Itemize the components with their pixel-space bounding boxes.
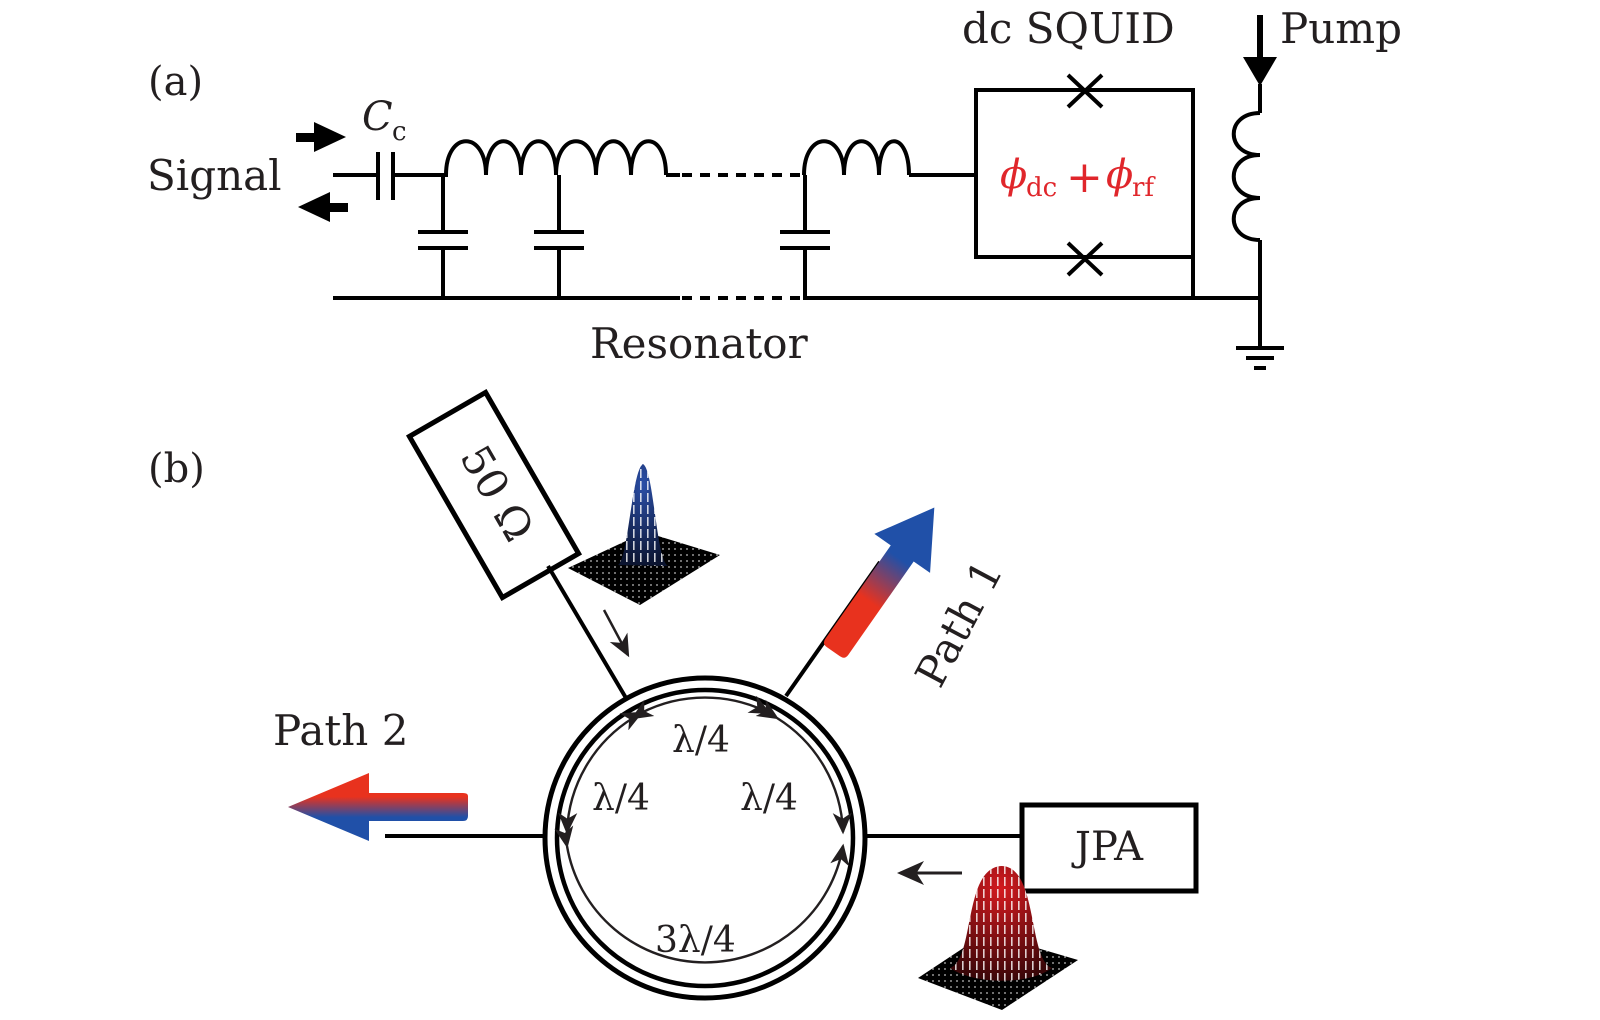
ring-arcs [554,695,852,964]
arc-left [558,699,655,835]
panel-a-label: (a) [148,59,203,105]
arc-bottom-label: 3λ/4 [655,920,736,961]
path2-arrow-icon [288,773,468,841]
arc-left-label: λ/4 [592,778,650,819]
ground-icon [1236,346,1284,370]
output-gaussian-icon [918,866,1078,1010]
flux-phi-dc: ϕ [1000,152,1027,198]
signal-in-arrow-icon [296,122,346,152]
load-50-ohm: 50 Ω [405,389,583,601]
signal-label: Signal [147,151,282,200]
jpa-box: JPA [1019,802,1199,894]
path2-label: Path 2 [273,706,408,755]
pump-arrow-icon [1243,15,1277,86]
flux-plus: + [1066,152,1103,203]
coupling-cap-subscript: c [392,117,407,147]
jpa-label: JPA [1071,824,1144,870]
coupling-cap-label: C [362,94,393,140]
josephson-junction-top-icon [1066,73,1104,109]
squid-label: dc SQUID [962,4,1175,53]
dc-squid [974,73,1195,298]
input-gaussian-icon [568,464,720,605]
panel-b: (b) 50 Ω Path 1 Path 2 [148,389,1199,1010]
arc-top-label: λ/4 [672,720,730,761]
pump-inductor [1231,84,1262,347]
resonator-inductors [444,139,976,177]
coupling-capacitor [333,152,448,200]
arc-right [755,699,852,835]
path1-label: Path 1 [906,552,1013,695]
arc-top [619,695,772,731]
flux-sub-rf: rf [1132,173,1156,203]
flux-phi-rf: ϕ [1106,152,1133,198]
path1-arrow-icon [823,507,935,658]
panel-a: (a) Signal C c [147,4,1402,370]
panel-b-label: (b) [148,446,205,492]
load-feedline [546,564,628,700]
input-direction-arrow-icon [602,609,630,658]
pump-label: Pump [1280,4,1402,53]
josephson-junction-bottom-icon [1066,241,1104,277]
arc-right-label: λ/4 [740,778,798,819]
flux-label: ϕ dc + ϕ rf [1000,152,1156,203]
signal-out-arrow-icon [298,192,348,222]
resonator-label: Resonator [590,319,809,368]
arc-bottom [554,825,850,964]
flux-sub-dc: dc [1026,173,1057,203]
shunt-capacitors [418,175,830,298]
